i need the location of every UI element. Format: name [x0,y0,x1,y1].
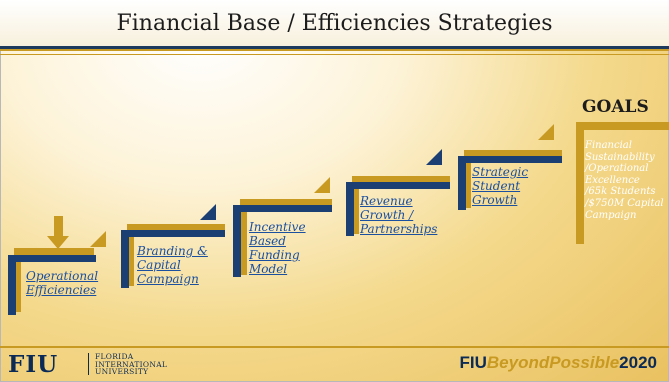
step-link-operational-efficiencies[interactable]: Operational Efficiencies [26,269,99,297]
step-2-gold-post [127,224,134,286]
university-line-3: UNIVERSITY [95,367,149,377]
step-4-bar [346,182,450,189]
goals-text: Financial Sustainability /Operational Ex… [585,140,664,221]
step-link-incentive-funding-model[interactable]: Incentive Based Funding Model [249,220,306,276]
step-5-gold-bar [464,150,562,157]
step-3-bar [233,205,332,212]
tagline-beyond: BeyondPossible [486,353,620,372]
step-link-branding-capital-campaign[interactable]: Branding & Capital Campaign [137,244,208,286]
university-name: FLORIDA INTERNATIONAL UNIVERSITY [95,353,167,376]
down-arrow-head [47,236,69,249]
step-1-gold-post [14,248,21,312]
slide-title: Financial Base / Efficiencies Strategies [116,10,553,36]
step-link-strategic-student-growth[interactable]: Strategic Student Growth [472,165,529,207]
step-5-bar [458,156,562,163]
step-5-post [458,156,466,210]
step-3-gold-bar [240,199,332,206]
goals-heading: GOALS [582,97,649,117]
logo-separator [88,353,89,375]
goals-post [576,122,584,244]
step-4-post [346,182,354,236]
step-3-gold-post [240,199,247,275]
step-1-post [8,255,16,315]
step-2-post [121,230,129,288]
step-3-post [233,205,241,277]
step-1-bar [8,255,96,262]
step-5-gold-post [464,150,471,208]
step-triangle-icon [314,177,330,193]
step-triangle-icon [538,124,554,140]
step-triangle-icon [200,204,216,220]
title-stripe-thin [0,54,669,55]
title-bar: Financial Base / Efficiencies Strategies [0,0,669,49]
tagline: FIUBeyondPossible2020 [460,353,657,373]
step-2-gold-bar [127,224,225,231]
footer-line [0,346,669,348]
step-4-gold-bar [352,176,450,183]
tagline-fiu: FIU [459,353,487,372]
step-triangle-icon [426,149,442,165]
university-line-1: FLORIDA [95,352,134,361]
fiu-logo: FIU [8,351,59,378]
step-2-bar [121,230,225,237]
goals-bar [576,122,669,130]
tagline-year: 2020 [619,353,657,372]
step-link-revenue-growth[interactable]: Revenue Growth / Partnerships [360,194,438,236]
title-stripe [0,49,669,51]
university-line-2: INTERNATIONAL [95,359,168,369]
step-triangle-icon [90,231,106,247]
step-1-gold-bar [14,248,94,255]
down-arrow-icon [54,216,63,238]
step-4-gold-post [352,176,359,234]
